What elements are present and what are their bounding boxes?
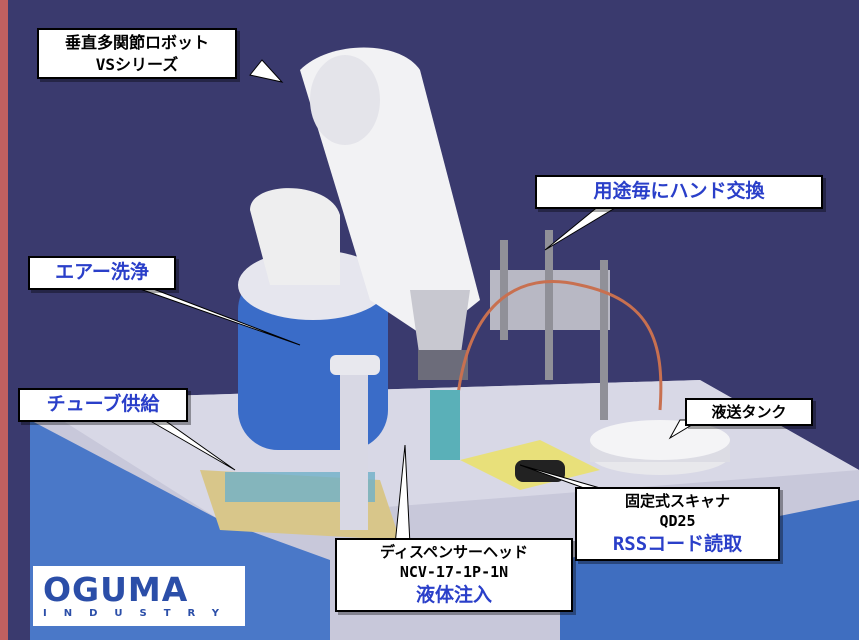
- hand-change-callout: 用途毎にハンド交換: [535, 175, 823, 209]
- tube-supply-callout: チューブ供給: [18, 388, 188, 422]
- robot-series-text: VSシリーズ: [95, 54, 179, 74]
- dispenser-title-text: ディスペンサーヘッド: [380, 543, 528, 561]
- dispenser-action-text: 液体注入: [415, 583, 492, 606]
- scanner-title-text: 固定式スキャナ: [624, 492, 730, 510]
- dispenser-callout: ディスペンサーヘッド NCV-17-1P-1N 液体注入: [335, 538, 573, 613]
- robot-callout: 垂直多関節ロボット VSシリーズ: [37, 28, 237, 80]
- logo-word: OGUMA: [43, 570, 189, 609]
- air-wash-callout: エアー洗浄: [28, 256, 176, 290]
- scanner-model-text: QD25: [659, 512, 696, 531]
- scanner-callout: 固定式スキャナ QD25 RSSコード読取: [575, 487, 780, 562]
- robot-title-text: 垂直多関節ロボット: [64, 33, 209, 52]
- logo-subtitle: INDUSTRY: [43, 608, 236, 619]
- scanner-action-text: RSSコード読取: [612, 532, 743, 555]
- tank-callout: 液送タンク: [685, 398, 813, 427]
- company-logo: OGUMA INDUSTRY: [33, 566, 245, 626]
- dispenser-model-text: NCV-17-1P-1N: [399, 563, 509, 582]
